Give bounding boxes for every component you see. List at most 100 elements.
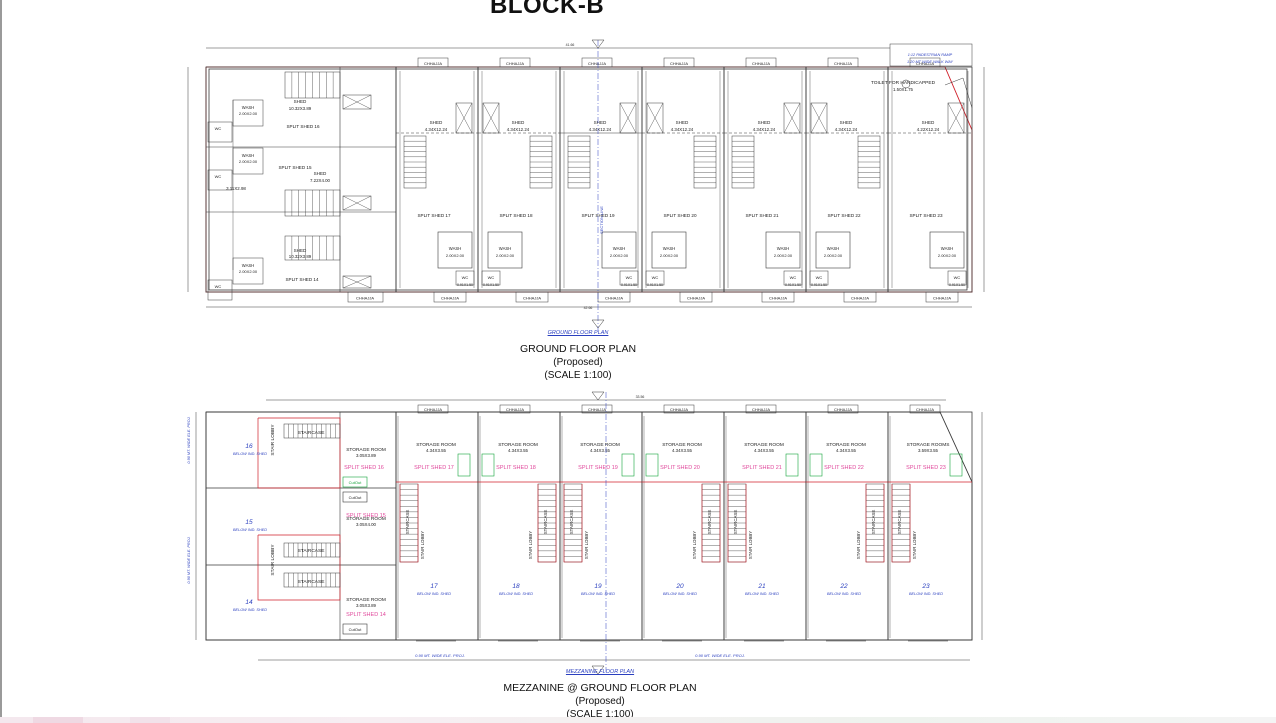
stair-lobby-label: STAIR LOBBY [692, 531, 697, 560]
wash-label: WASH [242, 263, 254, 268]
split-shed-label: SPLIT SHED 18 [496, 465, 536, 471]
dimension-label: 41.66 [566, 43, 575, 47]
ground-floor-link[interactable]: GROUND FLOOR PLAN [547, 330, 609, 336]
cutout-box [810, 102, 828, 134]
thumbnail-strip [0, 717, 1276, 723]
cutout-box [342, 623, 368, 635]
split-shed-label: SPLIT SHED 19 [581, 213, 615, 218]
chhajja-label: CHHAJJA [670, 407, 688, 412]
chhajja [663, 404, 695, 414]
below-label: BELOW IND. SHED [581, 592, 615, 596]
wc-room [455, 270, 475, 286]
mezzanine-proposed: (Proposed) [575, 696, 625, 707]
red-outline [257, 417, 341, 489]
chhajja [433, 291, 467, 303]
stair-lobby-label: STAIR LOBBY [528, 531, 533, 560]
chhajja-label: CHHAJJA [752, 61, 770, 66]
wc-room [947, 270, 967, 286]
wash-room [651, 231, 687, 269]
storage-label: STORAGE ROOM [346, 516, 386, 522]
split-shed-label: SPLIT SHED 23 [909, 213, 943, 218]
unit-number: 18 [512, 583, 520, 590]
cross-line [646, 102, 664, 134]
split-shed-label: SPLIT SHED 19 [578, 465, 618, 471]
storage-size: 3.05X4.00 [356, 522, 377, 527]
storage-label: STORAGE ROOM [498, 442, 538, 448]
ele-proj-label: 0.90 MT. WIDE ELE. PROJ. [695, 653, 745, 658]
wc-label: WC [462, 275, 469, 280]
shed-label: SHED [430, 120, 443, 125]
cross-line [947, 102, 965, 134]
chhajja-label: CHHAJJA [424, 61, 442, 66]
unit-number: 22 [839, 583, 848, 590]
cutout-box [342, 476, 368, 488]
storage-size: 4.34X3.55 [590, 448, 611, 453]
page-thumbnail[interactable] [130, 717, 170, 723]
below-label: BELOW IND. SHED [499, 592, 533, 596]
split-shed-label: SPLIT SHED 22 [827, 213, 861, 218]
chhajja-label: CHHAJJA [441, 296, 459, 301]
shed-size: 7.22X4.00 [310, 178, 331, 183]
handicap-icon [901, 79, 911, 89]
shed-size: 10.32X3.89 [289, 106, 312, 111]
storage-label: STORAGE ROOM [580, 442, 620, 448]
cutout-label: CutOut [349, 495, 363, 500]
mezzanine-bay [887, 411, 973, 641]
wash-size: 2.00X2.00 [938, 253, 957, 258]
below-label: BELOW IND. SHED [417, 592, 451, 596]
cross-line [342, 275, 372, 289]
stair-lobby-label: STAIR LOBBY [584, 531, 589, 560]
stair-lobby-label: STAIR LOBBY [420, 531, 425, 560]
staircase-label: STAIRCASE [405, 510, 410, 535]
ramp-outline [944, 77, 973, 109]
chhajja-label: CHHAJJA [851, 296, 869, 301]
chhajja [499, 404, 531, 414]
wash-size: 2.00X2.00 [446, 253, 465, 258]
wash-label: WASH [449, 246, 461, 251]
viewer-edge [0, 0, 2, 723]
mezzanine-scale: (SCALE 1:100) [566, 709, 634, 720]
chhajja [909, 57, 941, 68]
walkway-box [889, 43, 973, 67]
chhajja-label: CHHAJJA [670, 61, 688, 66]
shed-label: SHED [294, 99, 307, 104]
storage-size: 3.05X3.89 [356, 453, 377, 458]
shed-label: SHED [294, 248, 307, 253]
toilet-size: 1.50X1.75 [893, 87, 914, 92]
cutout-box [619, 102, 637, 134]
page-thumbnail[interactable] [33, 717, 83, 723]
wc-room [207, 121, 233, 143]
mezzanine-link[interactable]: MEZZANINE FLOOR PLAN [565, 669, 635, 675]
shed-label: SHED [840, 120, 853, 125]
shed-bay [805, 66, 889, 293]
staircase-label: STAIRCASE [298, 548, 325, 554]
wash-room [765, 231, 801, 269]
unit-number: 15 [245, 519, 253, 526]
below-label: BELOW IND. SHED [233, 452, 267, 456]
cutout-box [482, 102, 500, 134]
wash-room [929, 231, 965, 269]
staircase-label: STAIRCASE [897, 510, 902, 535]
storage-label: STORAGE ROOM [346, 597, 386, 603]
chhajja [581, 404, 613, 414]
wash-room [601, 231, 637, 269]
storage-size: 3.59X3.55 [918, 448, 939, 453]
wc-room [481, 270, 501, 286]
cross-line [783, 102, 801, 134]
chhajja [827, 404, 859, 414]
shed-label: SHED [922, 120, 935, 125]
shed-size: 4.34X12.24 [425, 127, 448, 132]
shed-label: SHED [758, 120, 771, 125]
section-marker [591, 319, 605, 329]
chhajja [679, 291, 713, 303]
storage-size: 4.34X3.55 [672, 448, 693, 453]
wash-size: 2.00X2.00 [496, 253, 515, 258]
wc-label: WC [954, 275, 961, 280]
chhajja-label: CHHAJJA [834, 407, 852, 412]
section-label: SECTION LINE [599, 206, 604, 234]
wc-room [207, 279, 233, 301]
shed-bay [477, 66, 561, 293]
wash-room [487, 231, 523, 269]
cutout-box [342, 195, 372, 211]
unit-number: 23 [921, 583, 930, 590]
